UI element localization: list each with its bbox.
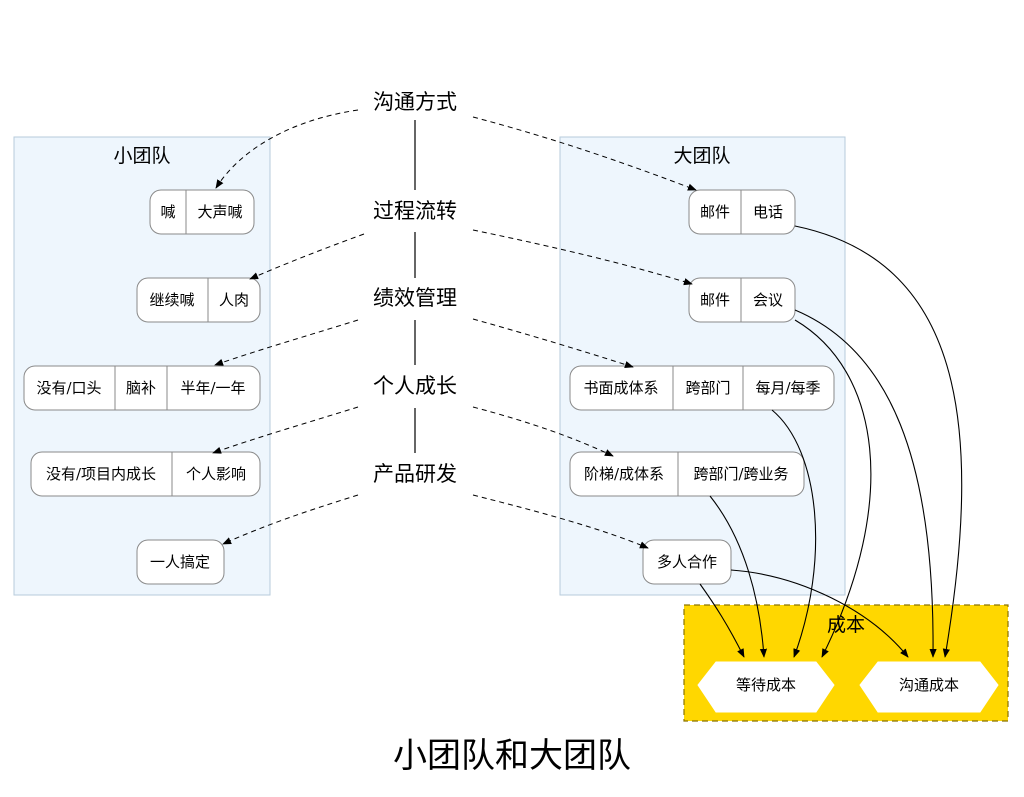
small-node-field: 大声喊 (197, 203, 242, 221)
small-node: 一人搞定 (136, 539, 225, 585)
small-node-field: 个人影响 (186, 465, 246, 483)
edge (472, 406, 614, 457)
small-node-field: 脑补 (126, 379, 156, 397)
small-node-field: 一人搞定 (150, 553, 210, 571)
edge (794, 309, 937, 658)
edge (472, 229, 693, 286)
center-node: 沟通方式 (373, 90, 457, 114)
small-node-field: 喊 (160, 203, 175, 221)
edges-to-small (212, 109, 365, 545)
small-node-field: 半年/一年 (180, 379, 245, 397)
edge (699, 583, 745, 658)
large-node-field: 多人合作 (657, 553, 717, 571)
cost-node: 沟通成本 (859, 661, 999, 713)
small-team-label: 小团队 (113, 145, 170, 167)
large-node: 阶梯/成体系 跨部门/跨业务 (569, 451, 805, 497)
large-node: 书面成体系 跨部门 每月/每季 (569, 365, 835, 411)
small-node: 没有/项目内成长 个人影响 (30, 451, 261, 497)
large-node-field: 书面成体系 (583, 379, 658, 397)
edge (214, 319, 359, 366)
large-node-field: 跨部门/跨业务 (693, 465, 788, 483)
large-node-field: 每月/每季 (755, 379, 820, 397)
edge (472, 116, 697, 191)
edges-to-cost (699, 225, 963, 658)
center-nodes: 沟通方式 过程流转 绩效管理 个人成长 产品研发 (373, 90, 457, 486)
center-node: 产品研发 (373, 462, 457, 486)
large-node-field: 电话 (753, 203, 783, 221)
edge (709, 495, 768, 658)
center-node: 个人成长 (373, 374, 457, 398)
small-node: 喊 大声喊 (149, 189, 255, 235)
cost-node-label: 等待成本 (736, 676, 796, 694)
small-node: 继续喊 人肉 (136, 277, 261, 323)
large-node: 邮件 会议 (688, 277, 796, 323)
diagram-title: 小团队和大团队 (393, 736, 631, 776)
edge (472, 318, 634, 368)
edge (472, 494, 649, 549)
cost-label: 成本 (827, 614, 865, 636)
large-node-field: 跨部门 (685, 379, 730, 397)
cost-node-label: 沟通成本 (899, 676, 959, 694)
edge (249, 233, 365, 280)
large-node-field: 邮件 (700, 291, 730, 309)
small-node-field: 没有/口头 (36, 379, 101, 397)
edges-to-large (472, 116, 697, 549)
edge (730, 569, 909, 658)
large-node-field: 阶梯/成体系 (584, 465, 664, 483)
small-node-field: 人肉 (219, 291, 249, 309)
large-node: 邮件 电话 (688, 189, 796, 235)
edge (212, 406, 359, 454)
edge (215, 109, 359, 189)
large-node-field: 邮件 (700, 203, 730, 221)
edge (771, 409, 817, 658)
small-node-field: 没有/项目内成长 (46, 465, 156, 483)
small-node: 没有/口头 脑补 半年/一年 (23, 365, 261, 411)
edge (794, 225, 963, 658)
small-node-field: 继续喊 (149, 291, 194, 309)
large-node: 多人合作 (642, 539, 732, 585)
large-team-label: 大团队 (673, 145, 730, 167)
center-node: 过程流转 (373, 199, 457, 223)
center-node: 绩效管理 (373, 286, 457, 310)
edge (222, 494, 359, 545)
edge (794, 319, 872, 658)
large-node-field: 会议 (753, 291, 783, 309)
cost-node: 等待成本 (697, 661, 835, 713)
